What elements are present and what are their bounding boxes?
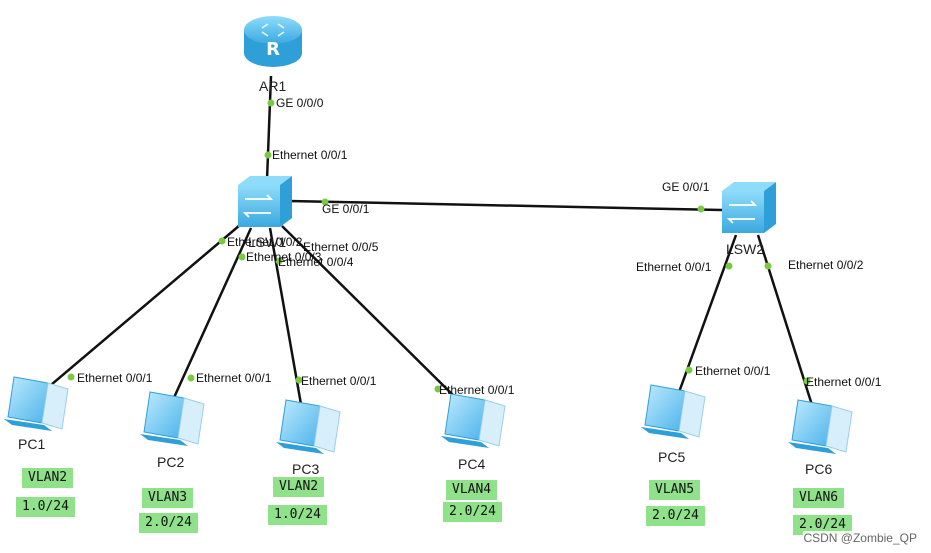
- lsw1-port-label-b: Ethernet 0/0/3: [246, 250, 322, 264]
- port-dot: [67, 373, 75, 381]
- lsw1-trunk-port-label: GE 0/0/1: [322, 202, 370, 216]
- pc3-name-label: PC3: [292, 461, 319, 477]
- watermark: CSDN @Zombie_QP: [803, 531, 917, 545]
- pc6-name-label: PC6: [805, 461, 832, 477]
- pc2[interactable]: [140, 391, 205, 446]
- links: [44, 75, 814, 411]
- pc4[interactable]: [441, 393, 506, 448]
- pc1-port-label: Ethernet 0/0/1: [77, 371, 153, 385]
- lsw1-port-label-a: Ethernet 0/0/2: [227, 235, 303, 249]
- port-dot: [697, 205, 705, 213]
- port-dot: [725, 262, 733, 270]
- switch-lsw2[interactable]: [722, 182, 776, 233]
- pc6-net-tag: 2.0/24: [793, 515, 852, 535]
- pc4-vlan-tag: VLAN4: [446, 480, 498, 500]
- pc1-name-label: PC1: [18, 436, 45, 452]
- switch-lsw1[interactable]: [238, 176, 292, 227]
- port-dot: [803, 377, 811, 385]
- pc6-vlan-tag: VLAN6: [793, 488, 845, 508]
- router-ar1[interactable]: R: [244, 16, 302, 67]
- pc4-port-label: Ethernet 0/0/1: [439, 383, 515, 397]
- link-lsw1-pc2[interactable]: [170, 227, 253, 403]
- lsw1-port-label-c: Ethernet 0/0/4: [278, 255, 354, 269]
- link-lsw1-pc1[interactable]: [44, 224, 241, 391]
- pc3[interactable]: [276, 399, 341, 454]
- port-dot: [187, 374, 195, 382]
- lsw1-port-label-d: Ethernet 0/0/5: [303, 240, 379, 254]
- pc5-vlan-tag: VLAN5: [649, 480, 701, 500]
- pc2-port-label: Ethernet 0/0/1: [196, 371, 272, 385]
- port-labels: GE 0/0/0 Ethernet 0/0/1 GE 0/0/1 GE 0/0/…: [77, 96, 882, 397]
- pc5[interactable]: [641, 384, 706, 439]
- switch-arrows-icon: [242, 194, 274, 218]
- pc6[interactable]: [788, 399, 853, 454]
- pc2-name-label: PC2: [157, 454, 184, 470]
- port-dot: [264, 151, 272, 159]
- pc3-port-label: Ethernet 0/0/1: [301, 374, 377, 388]
- pc3-net-tag: 1.0/24: [268, 505, 327, 525]
- port-dot: [218, 237, 226, 245]
- link-lsw1-lsw2[interactable]: [288, 199, 723, 212]
- pc4-net-tag: 2.0/24: [443, 502, 502, 522]
- port-dot: [764, 262, 772, 270]
- port-dots: [67, 99, 811, 393]
- port-dot: [434, 385, 442, 393]
- router-name-label: AR1: [259, 78, 286, 94]
- pc1-net-tag: 1.0/24: [16, 497, 75, 517]
- ar1-port-label: GE 0/0/0: [276, 96, 324, 110]
- pc1[interactable]: [4, 376, 69, 431]
- pc2-net-tag: 2.0/24: [139, 513, 198, 533]
- lsw2-port-left-label: Ethernet 0/0/1: [636, 260, 712, 274]
- port-dot: [295, 376, 303, 384]
- pc1-vlan-tag: VLAN2: [22, 468, 74, 488]
- pc6-port-label: Ethernet 0/0/1: [806, 375, 882, 389]
- port-dot: [685, 366, 693, 374]
- port-dot: [275, 257, 283, 265]
- pc5-port-label: Ethernet 0/0/1: [695, 364, 771, 378]
- lsw1-uplink-port-label: Ethernet 0/0/1: [272, 148, 348, 162]
- port-dot: [238, 253, 246, 261]
- link-ar1-lsw1[interactable]: [265, 75, 273, 181]
- lsw2-name-label: LSW2: [726, 241, 764, 257]
- router-icon: R: [266, 39, 280, 60]
- pc4-name-label: PC4: [458, 456, 485, 472]
- lsw2-trunk-port-label: GE 0/0/1: [662, 180, 710, 194]
- port-dot: [267, 99, 275, 107]
- pc2-vlan-tag: VLAN3: [142, 488, 194, 508]
- pc5-net-tag: 2.0/24: [646, 506, 705, 526]
- port-dot: [321, 198, 329, 206]
- lsw1-name-label: LSW1: [248, 234, 286, 250]
- pc3-vlan-tag: VLAN2: [273, 477, 325, 497]
- switch-arrows-icon: [726, 200, 758, 224]
- pc5-name-label: PC5: [658, 449, 685, 465]
- link-lsw1-pc4[interactable]: [281, 225, 461, 403]
- lsw2-port-right-label: Ethernet 0/0/2: [788, 258, 864, 272]
